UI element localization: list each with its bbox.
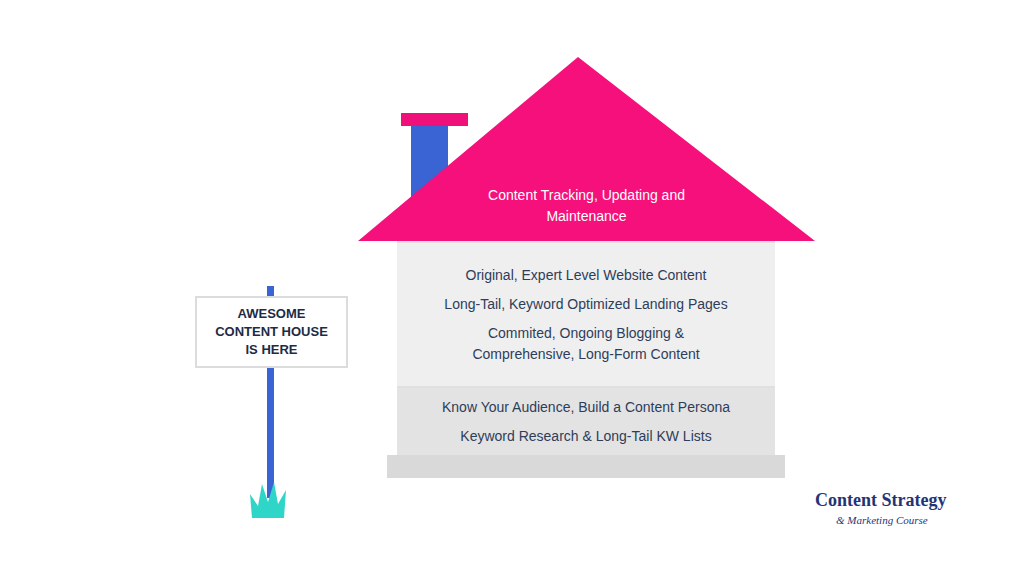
sign-board: AWESOME CONTENT HOUSE IS HERE bbox=[195, 296, 348, 368]
band-label: Original, Expert Level Website Content bbox=[466, 265, 707, 286]
house-base-slab bbox=[387, 455, 785, 478]
roof-triangle: Content Tracking, Updating and Maintenan… bbox=[358, 57, 815, 241]
chimney-cap bbox=[401, 113, 468, 126]
roof-fill bbox=[358, 57, 815, 241]
roof-label: Content Tracking, Updating and Maintenan… bbox=[487, 185, 687, 227]
band-label: Know Your Audience, Build a Content Pers… bbox=[442, 397, 730, 418]
foundation-band: Know Your Audience, Build a Content Pers… bbox=[397, 386, 775, 455]
band-label: Long-Tail, Keyword Optimized Landing Pag… bbox=[444, 294, 727, 315]
logo-title: Content Strategy bbox=[815, 490, 946, 511]
logo-subtitle: & Marketing Course bbox=[836, 514, 928, 526]
wall-band: Original, Expert Level Website ContentLo… bbox=[397, 241, 775, 386]
band-label: Keyword Research & Long-Tail KW Lists bbox=[460, 426, 711, 447]
band-label: Commited, Ongoing Blogging & Comprehensi… bbox=[461, 323, 711, 365]
sign-text: AWESOME CONTENT HOUSE IS HERE bbox=[213, 305, 331, 359]
grass bbox=[250, 482, 286, 518]
